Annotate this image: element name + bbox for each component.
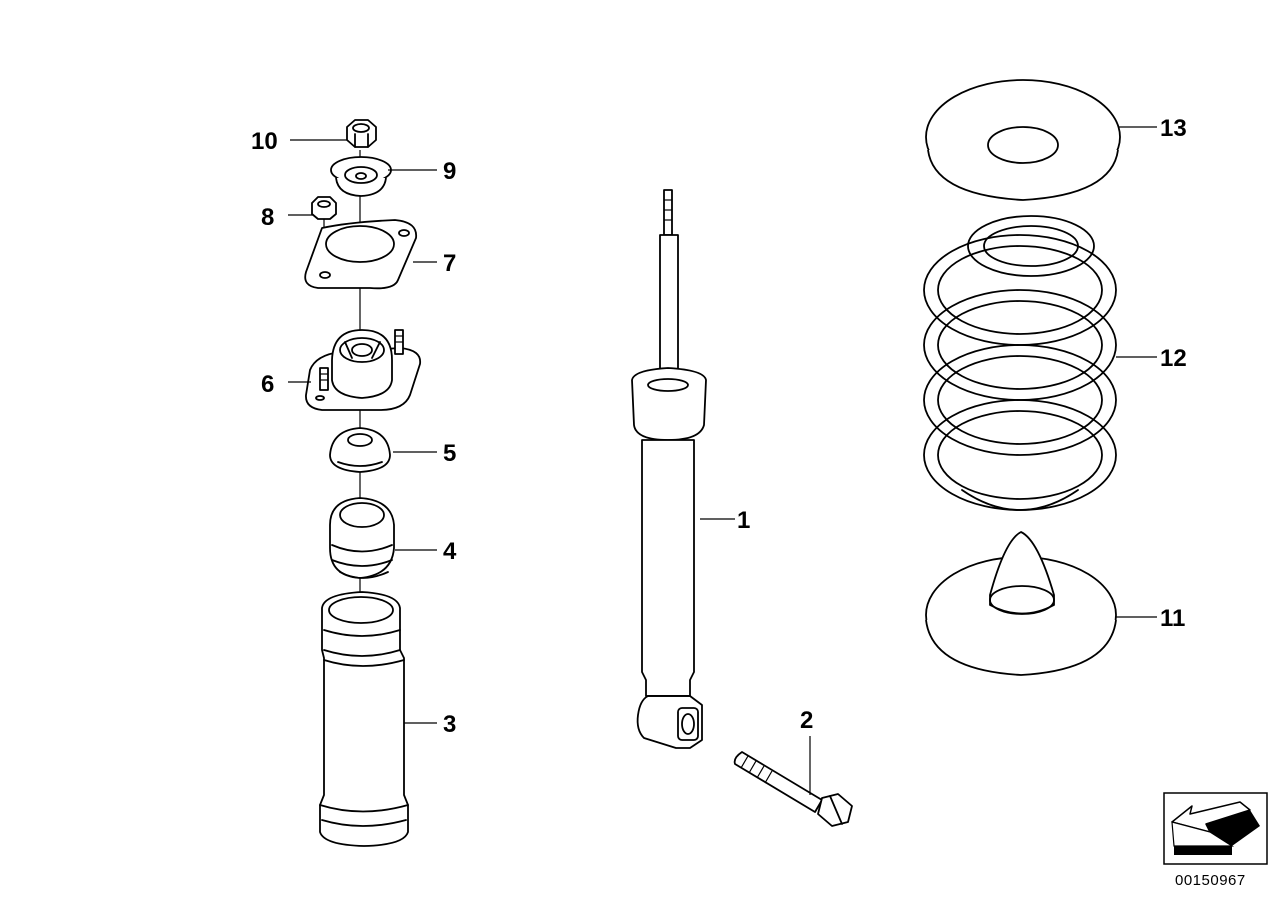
diagram-reference-number: 00150967 xyxy=(1175,872,1246,889)
callout-3: 3 xyxy=(443,711,456,738)
part-6-strut-mount[interactable] xyxy=(305,329,422,411)
part-2-bolt[interactable] xyxy=(733,751,853,827)
callout-13: 13 xyxy=(1160,115,1187,142)
part-9-support-washer[interactable] xyxy=(330,156,392,197)
part-1-shock-absorber[interactable] xyxy=(631,189,707,749)
callout-4: 4 xyxy=(443,538,457,565)
callout-5: 5 xyxy=(443,440,456,467)
part-4-bump-stop[interactable] xyxy=(329,497,395,579)
callout-8: 8 xyxy=(261,204,274,231)
direction-arrow-icon xyxy=(1163,792,1268,865)
part-3-protective-tube[interactable] xyxy=(319,591,409,847)
callout-12: 12 xyxy=(1160,345,1187,372)
part-12-coil-spring[interactable] xyxy=(923,215,1117,511)
callout-1: 1 xyxy=(737,507,750,534)
callout-2: 2 xyxy=(800,707,813,734)
callout-9: 9 xyxy=(443,158,456,185)
callout-10: 10 xyxy=(251,128,278,155)
part-11-lower-spring-pad[interactable] xyxy=(925,531,1117,676)
part-13-upper-spring-pad[interactable] xyxy=(925,79,1121,201)
leader-lines xyxy=(288,126,1157,795)
part-7-gasket-plate[interactable] xyxy=(304,219,418,290)
callout-7: 7 xyxy=(443,250,456,277)
callout-6: 6 xyxy=(261,371,274,398)
callout-11: 11 xyxy=(1160,605,1185,632)
part-10-nut[interactable] xyxy=(346,119,377,148)
part-5-bearing[interactable] xyxy=(329,427,391,473)
